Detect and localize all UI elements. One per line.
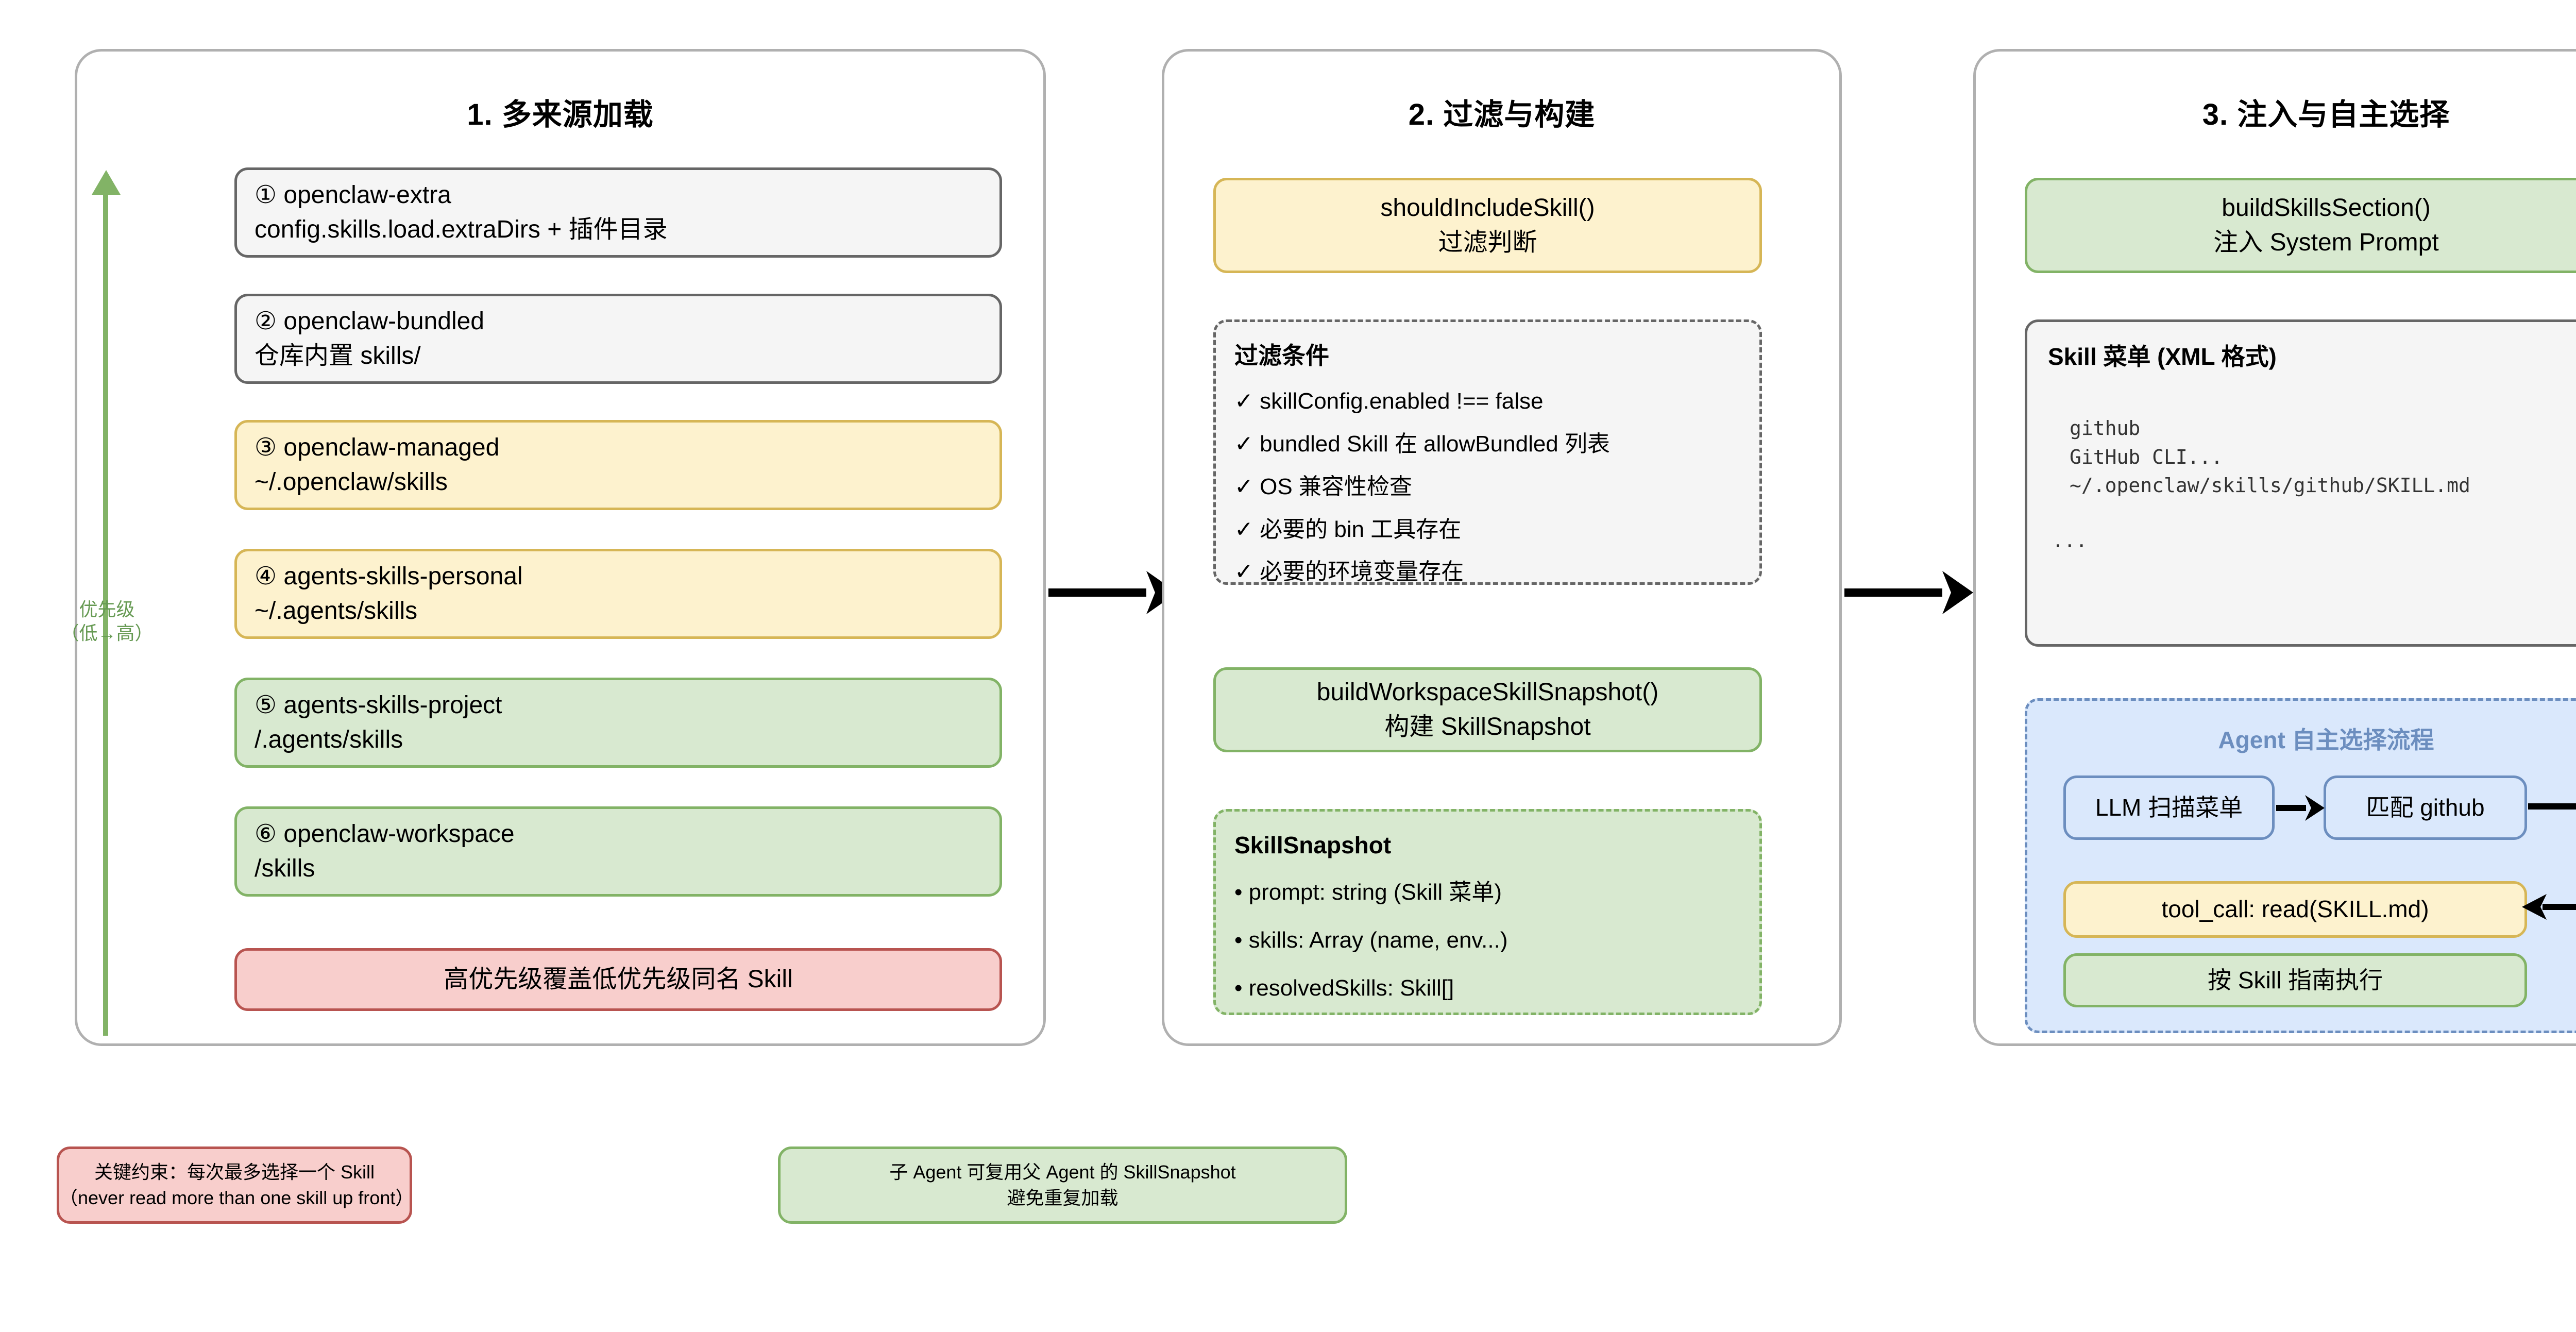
source-4-name: ④ agents-skills-personal: [255, 563, 523, 591]
priority-label-line2: （低→高）: [60, 622, 154, 644]
source-4-path: ~/.agents/skills: [255, 597, 418, 625]
agent-step-scan-box[interactable]: LLM 扫描菜单: [2063, 775, 2275, 840]
skill-menu-title: Skill 菜单 (XML 格式): [2048, 343, 2277, 370]
build-skills-section-fn: buildSkillsSection(): [2222, 194, 2431, 222]
build-snapshot-desc: 构建 SkillSnapshot: [1384, 713, 1591, 740]
key-constraint-line1: 关键约束：每次最多选择一个 Skill: [94, 1161, 375, 1183]
source-2-name: ② openclaw-bundled: [255, 308, 484, 335]
key-constraint-box: 关键约束：每次最多选择一个 Skill （never read more tha…: [57, 1146, 414, 1224]
agent-step-toolcall-box[interactable]: tool_call: read(SKILL.md): [2063, 881, 2527, 938]
stage-1-title: 1. 多来源加载: [467, 98, 654, 131]
filter-condition-item: ✓ OS 兼容性检查: [1234, 474, 1412, 499]
source-3-path: ~/.openclaw/skills: [255, 468, 448, 496]
source-box-4[interactable]: ④ agents-skills-personal ~/.agents/skill…: [234, 549, 1002, 639]
skill-menu-box: Skill 菜单 (XML 格式) github GitHub CLI... ~…: [2025, 319, 2576, 647]
stage-2-title: 2. 过滤与构建: [1408, 98, 1596, 131]
filter-conditions-title: 过滤条件: [1234, 342, 1329, 369]
build-snapshot-fn: buildWorkspaceSkillSnapshot(): [1316, 679, 1659, 706]
source-box-5[interactable]: ⑤ agents-skills-project /.agents/skills: [234, 678, 1002, 768]
agent-flow-loop-arrow: [2522, 803, 2576, 920]
filter-condition-item: ✓ skillConfig.enabled !== false: [1234, 389, 1544, 414]
source-box-3[interactable]: ③ openclaw-managed ~/.openclaw/skills: [234, 420, 1002, 510]
priority-label: 优先级 （低→高）: [59, 598, 155, 645]
priority-label-line1: 优先级: [79, 599, 135, 620]
should-include-skill-fn: shouldIncludeSkill(): [1380, 194, 1595, 222]
skill-snapshot-field: • prompt: string (Skill 菜单): [1234, 880, 1502, 905]
skill-snapshot-field: • skills: Array (name, env...): [1234, 928, 1508, 953]
source-5-name: ⑤ agents-skills-project: [255, 692, 502, 719]
filter-condition-item: ✓ 必要的环境变量存在: [1234, 559, 1464, 585]
agent-flow-arrow-scan-to-match: [2276, 795, 2325, 821]
override-note-text: 高优先级覆盖低优先级同名 Skill: [444, 965, 793, 993]
key-constraint-line2: （never read more than one skill up front…: [59, 1187, 414, 1208]
stage-3-title: 3. 注入与自主选择: [2202, 98, 2450, 131]
filter-conditions-box: 过滤条件 ✓ skillConfig.enabled !== false ✓ b…: [1213, 319, 1762, 585]
agent-step-execute-label: 按 Skill 指南执行: [2208, 966, 2383, 993]
build-skills-section-box[interactable]: buildSkillsSection() 注入 System Prompt: [2025, 178, 2576, 273]
skill-snapshot-box: SkillSnapshot • prompt: string (Skill 菜单…: [1213, 809, 1762, 1015]
skill-snapshot-title: SkillSnapshot: [1234, 832, 1392, 858]
should-include-skill-box[interactable]: shouldIncludeSkill() 过滤判断: [1213, 178, 1762, 273]
skill-menu-code: github GitHub CLI... ~/.openclaw/skills/…: [2070, 417, 2470, 497]
skill-menu-ellipsis: ...: [2052, 529, 2088, 552]
override-note-box: 高优先级覆盖低优先级同名 Skill: [234, 948, 1002, 1011]
source-1-name: ① openclaw-extra: [255, 181, 451, 209]
source-box-1[interactable]: ① openclaw-extra config.skills.load.extr…: [234, 167, 1002, 258]
filter-condition-item: ✓ 必要的 bin 工具存在: [1234, 516, 1462, 542]
build-snapshot-box[interactable]: buildWorkspaceSkillSnapshot() 构建 SkillSn…: [1213, 667, 1762, 752]
agent-step-toolcall-label: tool_call: read(SKILL.md): [2161, 896, 2429, 923]
agent-step-match-box[interactable]: 匹配 github: [2324, 775, 2527, 840]
agent-step-match-label: 匹配 github: [2366, 794, 2485, 821]
connector-stage1-stage2: [1048, 571, 1177, 614]
source-box-6[interactable]: ⑥ openclaw-workspace /skills: [234, 806, 1002, 897]
source-6-name: ⑥ openclaw-workspace: [255, 820, 515, 848]
connector-stage2-stage3: [1844, 571, 1973, 614]
skill-snapshot-field: • resolvedSkills: Skill[]: [1234, 975, 1454, 1001]
source-box-2[interactable]: ② openclaw-bundled 仓库内置 skills/: [234, 294, 1002, 384]
should-include-skill-desc: 过滤判断: [1438, 228, 1537, 256]
source-6-path: /skills: [255, 854, 315, 882]
subagent-reuse-line1: 子 Agent 可复用父 Agent 的 SkillSnapshot: [889, 1161, 1236, 1183]
source-5-path: /.agents/skills: [255, 726, 403, 753]
source-3-name: ③ openclaw-managed: [255, 434, 500, 462]
source-2-path: 仓库内置 skills/: [255, 342, 421, 369]
subagent-reuse-box: 子 Agent 可复用父 Agent 的 SkillSnapshot 避免重复加…: [778, 1146, 1347, 1224]
priority-arrow-head: [92, 170, 121, 195]
priority-arrow-shaft: [103, 194, 108, 1036]
build-skills-section-desc: 注入 System Prompt: [2213, 228, 2439, 256]
agent-flow-title: Agent 自主选择流程: [2218, 727, 2434, 753]
agent-step-scan-label: LLM 扫描菜单: [2095, 794, 2243, 821]
subagent-reuse-line2: 避免重复加载: [1007, 1187, 1118, 1208]
agent-step-execute-box[interactable]: 按 Skill 指南执行: [2063, 953, 2527, 1007]
source-1-path: config.skills.load.extraDirs + 插件目录: [255, 215, 668, 243]
filter-condition-item: ✓ bundled Skill 在 allowBundled 列表: [1234, 431, 1611, 457]
